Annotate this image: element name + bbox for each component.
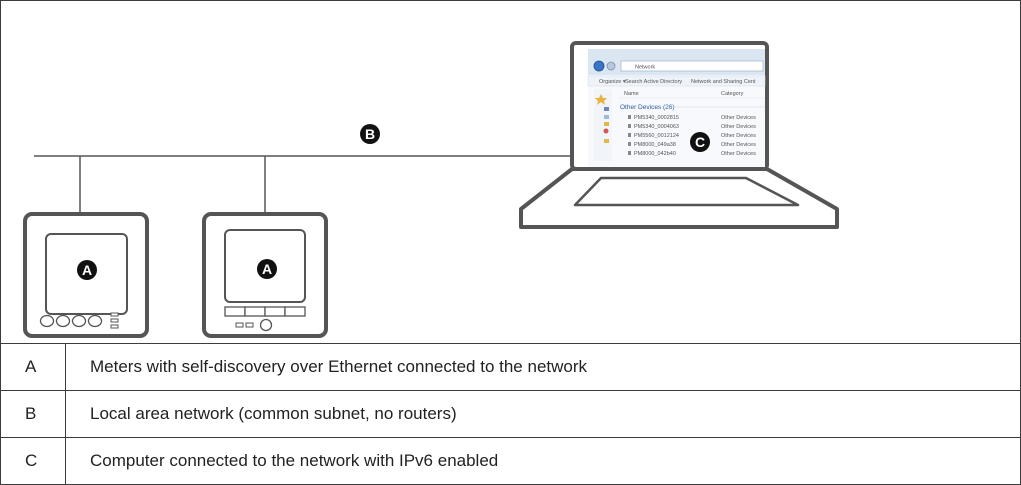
label-a-badge-left: A [77,260,97,280]
device-row: PM8000_049a38 Other Devices [628,142,756,148]
device-row: PM5340_0002815 Other Devices [628,115,756,121]
laptop: Network Organize ▾ Search Active Directo… [519,41,839,229]
toolbar-search-ad: Search Active Directory [625,79,682,85]
label-a-text-right: A [262,261,272,277]
label-c-text: C [695,134,705,150]
nav-pane-icon [604,107,609,111]
meter-left: A [23,212,149,338]
svg-text:Other Devices: Other Devices [721,124,756,130]
nav-pane-icon [604,139,609,143]
laptop-keyboard [573,176,800,207]
legend-key-c: C [1,438,66,484]
svg-text:Other Devices: Other Devices [721,151,756,157]
device-row: PM8000_042b40 Other Devices [628,151,756,157]
label-a-badge-right: A [257,259,277,279]
svg-text:PM8000_049a38: PM8000_049a38 [634,142,676,148]
laptop-screen: Network Organize ▾ Search Active Directo… [587,49,766,167]
label-a-text-left: A [82,262,92,278]
device-row: PM5340_0004063 Other Devices [628,124,756,130]
svg-text:PM8000_042b40: PM8000_042b40 [634,151,676,157]
legend-text-b: Local area network (common subnet, no ro… [90,404,457,423]
nav-pane-icon [603,128,609,134]
svg-text:Other Devices: Other Devices [721,133,756,139]
device-row: PM5560_0012124 Other Devices [628,133,756,139]
legend-key-a: A [1,344,66,390]
label-b-text: B [365,126,375,142]
group-header: Other Devices (26) [620,104,675,111]
favorites-star-icon [595,94,607,105]
meter-right: A [202,212,328,338]
column-category: Category [721,91,744,97]
label-b-badge: B [360,124,380,144]
legend-text-a: Meters with self-discovery over Ethernet… [90,357,588,376]
network-diagram: B A [1,1,1020,344]
svg-text:Other Devices: Other Devices [721,142,756,148]
svg-text:PM5340_0004063: PM5340_0004063 [634,124,679,130]
diagram-svg: B A [23,41,839,338]
breadcrumb-network: Network [635,65,655,71]
legend-key-b: B [1,391,66,437]
column-name: Name [624,91,639,97]
svg-text:PM5560_0012124: PM5560_0012124 [634,133,679,139]
svg-text:PM5340_0002815: PM5340_0002815 [634,115,679,121]
label-c-badge: C [690,132,710,152]
legend-row-c: C Computer connected to the network with… [1,438,1020,484]
forward-icon [606,61,616,71]
svg-text:Other Devices: Other Devices [721,115,756,121]
legend-row-b: B Local area network (common subnet, no … [1,391,1020,438]
back-icon [593,60,605,72]
toolbar-network-sharing: Network and Sharing Cent [691,79,756,85]
nav-pane-icon [604,115,609,119]
nav-pane-icon [604,122,609,126]
legend-row-a: A Meters with self-discovery over Ethern… [1,344,1020,391]
toolbar-organize: Organize ▾ [599,79,626,85]
legend-text-c: Computer connected to the network with I… [90,451,499,470]
